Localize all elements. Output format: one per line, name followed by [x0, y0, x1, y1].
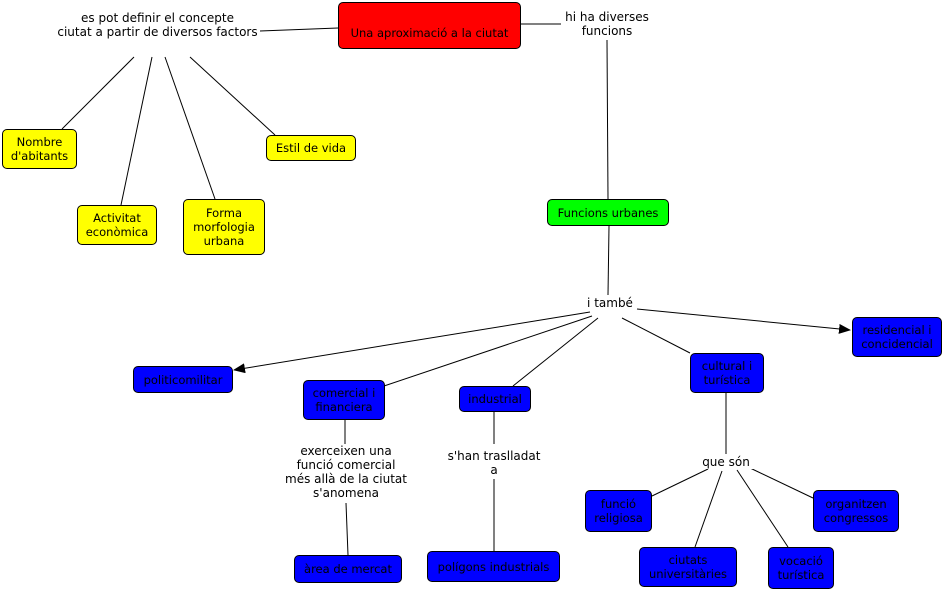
factor-morphology[interactable]: Forma morfologia urbana: [183, 199, 265, 255]
line-root-factors: [259, 27, 339, 32]
market-area-node[interactable]: àrea de mercat: [294, 555, 402, 583]
line-label-congress: [747, 466, 814, 499]
cultural-religious[interactable]: funció religiosa: [585, 490, 652, 532]
cultural-university[interactable]: ciutats universitàries: [639, 547, 737, 587]
root-label: Una aproximació a la ciutat: [350, 25, 509, 40]
factor-population[interactable]: Nombre d'abitants: [2, 129, 77, 169]
line-label-tourism: [736, 469, 789, 548]
function-cultural[interactable]: cultural i turística: [690, 353, 764, 393]
functions-node[interactable]: Funcions urbanes: [547, 199, 669, 226]
line-functions-label-node: [606, 39, 609, 200]
function-political[interactable]: politicomilitar: [133, 366, 233, 393]
line-also-political: [233, 311, 591, 374]
cultural-congress[interactable]: organitzen congressos: [813, 490, 899, 532]
line-factors-lifestyle: [189, 56, 276, 136]
line-functions-also: [607, 225, 610, 296]
function-industrial[interactable]: industrial: [459, 386, 531, 412]
line-also-industrial: [512, 317, 599, 387]
label-factors: es pot definir el concepte ciutat a part…: [55, 11, 260, 39]
label-industrial: s'han traslladat a: [438, 449, 550, 477]
line-also-cultural: [621, 317, 691, 354]
function-residential[interactable]: residencial i concidencial: [852, 317, 942, 357]
label-also: i també: [584, 296, 636, 310]
line-also-commercial: [383, 315, 593, 387]
line-factors-population: [61, 56, 135, 130]
factor-economy[interactable]: Activitat econòmica: [77, 205, 157, 245]
line-also-residential: [636, 308, 851, 334]
line-label-university: [694, 470, 723, 548]
industrial-parks-node[interactable]: polígons industrials: [427, 551, 560, 582]
line-factors-morphology: [164, 56, 216, 200]
line-factors-economy: [120, 56, 153, 206]
root-node[interactable]: Una aproximació a la ciutat: [338, 2, 521, 49]
label-functions: hi ha diverses funcions: [561, 10, 653, 38]
line-label-religious: [651, 468, 709, 497]
cultural-tourism[interactable]: vocació turística: [768, 547, 834, 589]
factor-lifestyle[interactable]: Estil de vida: [266, 135, 356, 161]
function-commercial[interactable]: comercial i financiera: [303, 380, 385, 420]
label-commercial: exerceixen una funció comercial més allà…: [277, 444, 415, 500]
label-cultural: que són: [697, 455, 755, 469]
line-label-market: [345, 502, 349, 556]
